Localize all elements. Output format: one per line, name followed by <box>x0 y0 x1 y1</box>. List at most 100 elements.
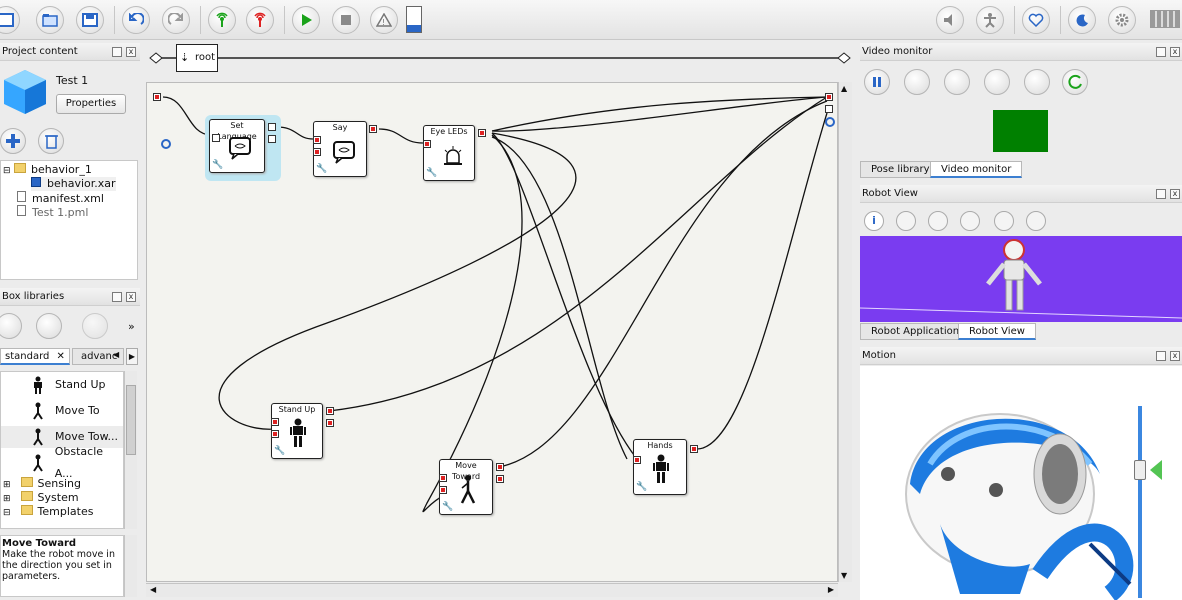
zoom-in-icon[interactable] <box>896 211 916 231</box>
canvas-input-port[interactable] <box>153 93 161 101</box>
library-item-move-toward[interactable]: Move Tow... <box>1 426 123 448</box>
stop-port[interactable] <box>439 486 447 494</box>
settings-gear-icon[interactable] <box>1108 6 1136 34</box>
description-scrollbar[interactable] <box>124 535 137 597</box>
output-port[interactable] <box>496 475 504 483</box>
tab-video-monitor[interactable]: Video monitor <box>930 161 1023 178</box>
library-item-obstacle[interactable]: Obstacle A... <box>31 445 123 480</box>
library-folder-sensing[interactable]: ⊞Sensing <box>3 477 82 490</box>
wrench-icon[interactable]: 🔧 <box>426 168 438 178</box>
float-panel-icon[interactable] <box>112 47 122 57</box>
input-port[interactable] <box>313 136 321 144</box>
add-icon[interactable] <box>0 128 26 154</box>
tab-scroll-left-icon[interactable]: ◀ <box>113 350 120 359</box>
view-side-icon[interactable] <box>994 211 1014 231</box>
zoom-out-icon[interactable] <box>1026 211 1046 231</box>
wrench-icon[interactable]: 🔧 <box>636 482 648 492</box>
float-panel-icon[interactable] <box>1156 189 1166 199</box>
pause-icon[interactable] <box>864 69 890 95</box>
flow-diagram-canvas[interactable]: Set Language 🔧 Say 🔧 Eye LEDs 🔧 Stand Up… <box>146 82 838 582</box>
stop-port[interactable] <box>271 430 279 438</box>
tab-robot-view[interactable]: Robot View <box>958 323 1036 340</box>
motion-slider-track[interactable] <box>1138 406 1142 598</box>
disconnect-icon[interactable] <box>246 6 274 34</box>
close-panel-icon[interactable]: x <box>1170 351 1180 361</box>
box-move-toward[interactable]: Move Toward 🔧 <box>439 459 493 515</box>
float-panel-icon[interactable] <box>1156 351 1166 361</box>
play-icon[interactable] <box>292 6 320 34</box>
canvas-horizontal-scrollbar[interactable]: ◀ ▶ <box>146 583 838 597</box>
breadcrumb-root[interactable]: ⇣ root <box>176 44 218 72</box>
scrollbar-thumb[interactable] <box>126 385 136 455</box>
library-scrollbar[interactable] <box>124 371 137 529</box>
motion-slider-thumb[interactable] <box>1134 460 1146 480</box>
info-icon[interactable]: i <box>864 211 884 231</box>
tree-row-behavior-folder[interactable]: ⊟ behavior_1 <box>3 163 92 176</box>
view-top-icon[interactable] <box>960 211 980 231</box>
canvas-output-port-2[interactable] <box>825 105 833 113</box>
input-port[interactable] <box>439 474 447 482</box>
robot-head-motion-image[interactable] <box>900 374 1140 600</box>
robot-3d-view[interactable] <box>860 236 1182 322</box>
output-port[interactable] <box>496 463 504 471</box>
tab-advanced[interactable]: advanc <box>72 348 124 365</box>
snapshot-icon[interactable] <box>944 69 970 95</box>
scroll-up-icon[interactable]: ▲ <box>841 84 848 93</box>
volume-icon[interactable] <box>936 6 964 34</box>
add-output-icon[interactable] <box>825 117 835 127</box>
tab-scroll-right-icon[interactable]: ▶ <box>126 348 138 365</box>
record-icon[interactable] <box>984 69 1010 95</box>
open-library-icon[interactable] <box>36 313 62 339</box>
connect-icon[interactable] <box>208 6 236 34</box>
close-panel-icon[interactable]: x <box>1170 189 1180 199</box>
tab-pose-library[interactable]: Pose library <box>860 161 941 178</box>
window-icon[interactable] <box>1024 69 1050 95</box>
open-icon[interactable] <box>36 6 64 34</box>
box-say[interactable]: Say 🔧 <box>313 121 367 177</box>
library-folder-system[interactable]: ⊞System <box>3 491 79 504</box>
add-input-icon[interactable] <box>161 139 171 149</box>
wrench-icon[interactable]: 🔧 <box>212 160 224 170</box>
library-item-stand-up[interactable]: Stand Up <box>31 374 106 396</box>
scroll-right-icon[interactable]: ▶ <box>827 585 834 594</box>
save-library-icon[interactable] <box>82 313 108 339</box>
view-front-icon[interactable] <box>928 211 948 231</box>
refresh-icon[interactable] <box>1062 69 1088 95</box>
output-port[interactable] <box>268 135 276 143</box>
new-library-icon[interactable] <box>0 313 22 339</box>
close-panel-icon[interactable]: x <box>1170 47 1180 57</box>
box-stand-up[interactable]: Stand Up 🔧 <box>271 403 323 459</box>
scroll-left-icon[interactable]: ◀ <box>150 585 157 594</box>
output-port[interactable] <box>326 419 334 427</box>
face-learning-icon[interactable] <box>904 69 930 95</box>
save-icon[interactable] <box>76 6 104 34</box>
close-panel-icon[interactable]: x <box>126 47 136 57</box>
canvas-vertical-scrollbar[interactable]: ▲ ▼ <box>838 82 852 582</box>
tree-row-behavior-xar[interactable]: behavior.xar <box>31 177 116 191</box>
box-eye-leds[interactable]: Eye LEDs 🔧 <box>423 125 475 181</box>
warning-icon[interactable]: ! <box>370 6 398 34</box>
box-set-language[interactable]: Set Language 🔧 <box>209 119 265 173</box>
library-item-move-to[interactable]: Move To <box>31 400 100 422</box>
input-port[interactable] <box>423 140 431 148</box>
stop-icon[interactable] <box>332 6 360 34</box>
float-panel-icon[interactable] <box>112 292 122 302</box>
input-port[interactable] <box>271 418 279 426</box>
library-folder-templates[interactable]: ⊟Templates <box>3 505 94 518</box>
wrench-icon[interactable]: 🔧 <box>442 502 454 512</box>
output-port[interactable] <box>326 407 334 415</box>
float-panel-icon[interactable] <box>1156 47 1166 57</box>
scroll-down-icon[interactable]: ▼ <box>841 571 848 580</box>
properties-button[interactable]: Properties <box>56 94 126 114</box>
canvas-output-port[interactable] <box>825 93 833 101</box>
output-port[interactable] <box>478 129 486 137</box>
stop-port[interactable] <box>313 148 321 156</box>
more-chevron-icon[interactable]: » <box>128 320 135 333</box>
delete-icon[interactable] <box>38 128 64 154</box>
tab-standard[interactable]: standard ✕ <box>0 348 70 365</box>
output-port[interactable] <box>369 125 377 133</box>
wrench-icon[interactable]: 🔧 <box>316 164 328 174</box>
box-hands[interactable]: Hands 🔧 <box>633 439 687 495</box>
output-port[interactable] <box>268 123 276 131</box>
heart-icon[interactable] <box>1022 6 1050 34</box>
